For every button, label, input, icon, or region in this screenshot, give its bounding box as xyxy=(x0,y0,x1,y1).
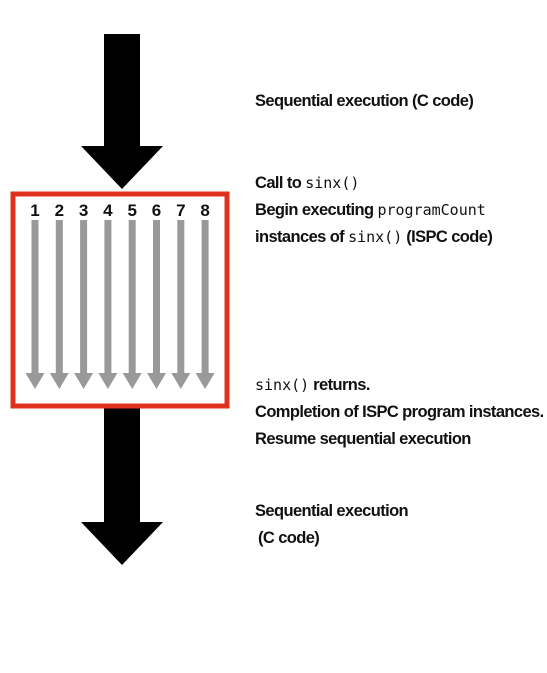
lane-number: 7 xyxy=(176,201,185,220)
returns-suffix: returns. xyxy=(309,376,370,394)
lane-number: 8 xyxy=(200,201,209,220)
lane-arrow-head xyxy=(122,373,142,389)
lane-number: 5 xyxy=(127,201,136,220)
call-line-1: Call to sinx() xyxy=(255,170,492,197)
lane-1: 1 xyxy=(25,201,45,389)
label-call: Call to sinx() Begin executing programCo… xyxy=(255,170,493,251)
lane-arrow-shaft xyxy=(177,220,185,373)
lane-arrow-head xyxy=(195,373,215,389)
returns-line-3: Resume sequential execution xyxy=(255,430,471,448)
sequential-top-text: Sequential execution (C code) xyxy=(255,92,474,110)
lane-number: 2 xyxy=(55,201,64,220)
instances-of-text: instances of xyxy=(255,228,349,246)
lane-arrow-head xyxy=(98,373,118,389)
lane-4: 4 xyxy=(98,201,118,389)
lane-arrow-shaft xyxy=(153,220,160,373)
label-sequential-bottom: Sequential execution (C code) xyxy=(255,498,409,552)
lane-arrow-shaft xyxy=(104,220,112,373)
lane-arrow-shaft xyxy=(80,220,88,373)
lane-8: 8 xyxy=(195,201,215,389)
sequential-bottom-line-1: Sequential execution xyxy=(255,502,409,520)
label-returns: sinx() returns. Completion of ISPC progr… xyxy=(255,372,544,453)
lane-arrow-shaft xyxy=(55,220,63,373)
lane-arrow-head xyxy=(171,373,191,389)
lane-5: 5 xyxy=(122,201,142,389)
lane-arrow-head xyxy=(49,373,69,389)
lane-3: 3 xyxy=(74,201,94,389)
lane-2: 2 xyxy=(49,201,69,389)
lane-arrow-head xyxy=(74,373,94,389)
label-sequential-top: Sequential execution (C code) xyxy=(255,88,474,115)
lane-6: 6 xyxy=(147,201,166,389)
call-line-2: Begin executing programCount xyxy=(255,197,492,224)
lane-number: 6 xyxy=(152,201,161,220)
call-fn-2: sinx() xyxy=(348,228,403,246)
lane-arrow-shaft xyxy=(128,220,136,373)
lane-arrow-head xyxy=(25,373,45,389)
lane-arrow-shaft xyxy=(201,220,209,373)
lane-number: 1 xyxy=(30,201,39,220)
returns-line-2: Completion of ISPC program instances. xyxy=(255,403,544,421)
lane-arrow-shaft xyxy=(31,220,39,373)
returns-fn: sinx() xyxy=(255,376,310,394)
bottom-sequential-arrow xyxy=(81,408,163,565)
ispc-code-text: (ISPC code) xyxy=(402,228,493,246)
lane-arrow-head xyxy=(147,373,166,389)
call-fn: sinx() xyxy=(305,174,360,192)
lane-number: 4 xyxy=(103,201,113,220)
top-sequential-arrow xyxy=(81,34,163,189)
begin-executing-text: Begin executing xyxy=(255,201,378,219)
returns-line-1: sinx() returns. xyxy=(255,372,544,399)
lane-7: 7 xyxy=(171,201,191,389)
ispc-gang-box xyxy=(10,191,230,409)
program-count-code: programCount xyxy=(377,201,486,219)
call-prefix: Call to xyxy=(255,174,306,192)
call-line-3: instances of sinx() (ISPC code) xyxy=(255,224,493,251)
lane-number: 3 xyxy=(79,201,88,220)
sequential-bottom-line-2: (C code) xyxy=(258,529,320,547)
